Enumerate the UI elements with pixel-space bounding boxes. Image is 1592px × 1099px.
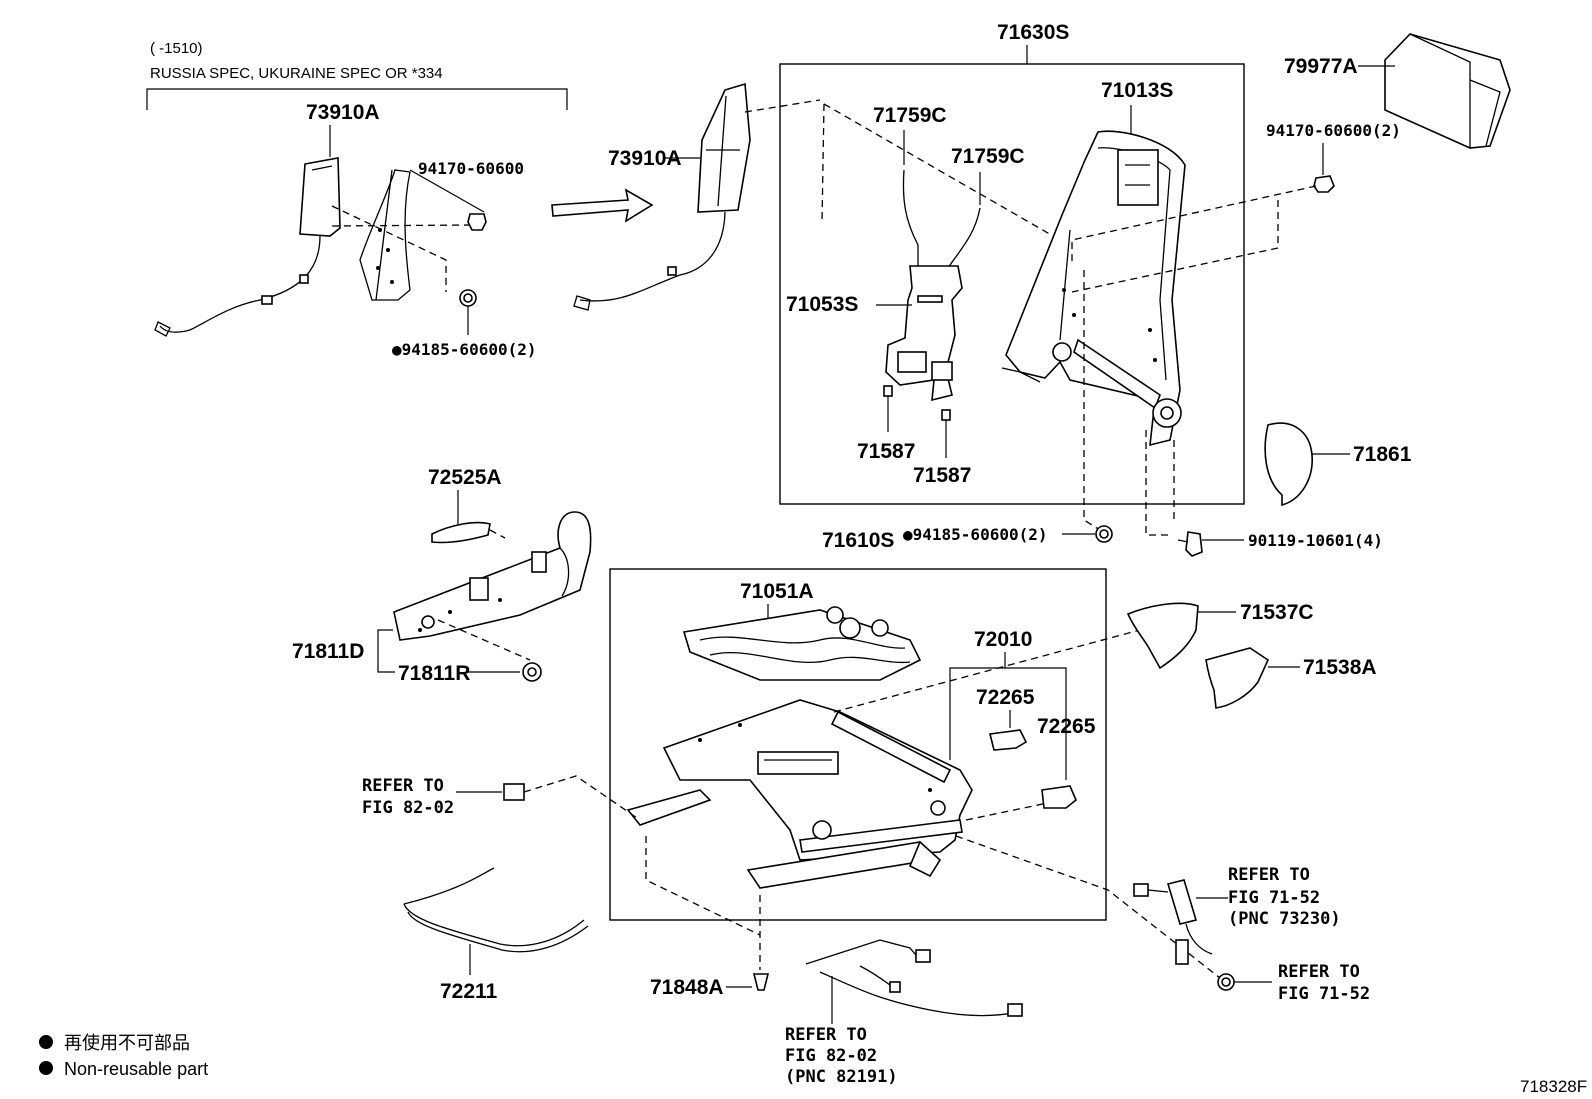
ref-82-02-bottom-line1: REFER TO bbox=[785, 1025, 867, 1045]
label-71051A: 71051A bbox=[740, 580, 814, 603]
label-71848A: 71848A bbox=[650, 976, 724, 999]
clip-72265-a-drawing bbox=[989, 729, 1028, 751]
label-71610S: 71610S bbox=[822, 529, 894, 552]
dash-box-left bbox=[821, 103, 825, 223]
label-94170-60600-2: 94170-60600(2) bbox=[1266, 121, 1401, 140]
bolt-94170-60600-icon bbox=[409, 169, 487, 231]
ref-71-52-bottom-line2: FIG 71-52 bbox=[1278, 984, 1370, 1004]
nut-94185-60600-icon bbox=[459, 289, 477, 335]
ref-82-02-left-line1: REFER TO bbox=[362, 776, 444, 796]
leader-71811D-bracket bbox=[377, 629, 395, 673]
dash-bolt-90119-a bbox=[1145, 430, 1170, 536]
cover-72525A-drawing bbox=[431, 521, 491, 544]
label-71811R: 71811R bbox=[398, 662, 470, 685]
headrest-drawing bbox=[1384, 33, 1511, 149]
spec-bracket-group: ( -1510) RUSSIA SPEC, UKURAINE SPEC OR *… bbox=[146, 40, 568, 157]
ref-82-02-bottom-line3: (PNC 82191) bbox=[785, 1067, 898, 1087]
dash-airbag-right bbox=[744, 99, 821, 113]
ref-71-52-top-line1: REFER TO bbox=[1228, 865, 1310, 885]
dash-bolt-upper bbox=[1071, 185, 1317, 262]
label-94185-60600-top: ●94185-60600(2) bbox=[392, 340, 537, 359]
label-72265-b: 72265 bbox=[1037, 715, 1096, 738]
label-73910A-right: 73910A bbox=[608, 147, 682, 170]
label-79977A: 79977A bbox=[1284, 55, 1358, 78]
spec-range-note: ( -1510) bbox=[150, 40, 203, 57]
label-72010: 72010 bbox=[974, 628, 1032, 651]
label-71630S: 71630S bbox=[997, 21, 1069, 44]
clip-72265-b-drawing bbox=[1041, 785, 1077, 809]
legend-dot-icon-jp bbox=[39, 1035, 53, 1049]
dash-71811R bbox=[437, 619, 531, 661]
ref-71-52-bottom-line1: REFER TO bbox=[1278, 962, 1360, 982]
dash-72265-b bbox=[965, 799, 1063, 821]
label-71759C-a: 71759C bbox=[873, 104, 947, 127]
side-cover-71861-drawing bbox=[1264, 422, 1313, 507]
leader-72010-bracket bbox=[949, 667, 1067, 780]
seatback-group-box bbox=[779, 63, 1245, 505]
label-94185-60600-mid: ●94185-60600(2) bbox=[903, 525, 1048, 544]
label-71759C-b: 71759C bbox=[951, 145, 1025, 168]
legend-jp: 再使用不可部品 bbox=[64, 1033, 190, 1053]
wire-72211-drawing bbox=[403, 867, 589, 953]
label-94170-60600: 94170-60600 bbox=[418, 159, 524, 178]
buckle-73230-drawing bbox=[1133, 879, 1213, 965]
figure-code: 718328F bbox=[1520, 1077, 1587, 1096]
label-71538A: 71538A bbox=[1303, 656, 1377, 679]
seatback-frame-drawing bbox=[1001, 105, 1186, 447]
dash-airbag-bolt bbox=[331, 224, 471, 227]
label-71013S: 71013S bbox=[1101, 79, 1173, 102]
dash-bolt-lower bbox=[1071, 200, 1279, 293]
dash-airbag-nut bbox=[331, 205, 447, 292]
label-71811D: 71811D bbox=[292, 640, 364, 663]
label-90119-10601: 90119-10601(4) bbox=[1248, 531, 1383, 550]
ref-71-52-top-line2: FIG 71-52 bbox=[1228, 888, 1320, 908]
label-71587-a: 71587 bbox=[857, 440, 915, 463]
dash-71848A bbox=[645, 836, 761, 936]
nut-71811R-icon bbox=[522, 662, 542, 682]
cushion-frame-drawing bbox=[626, 699, 973, 889]
legend-dot-icon-en bbox=[39, 1061, 53, 1075]
clip-71848A-icon bbox=[752, 973, 770, 991]
dash-71537C bbox=[833, 629, 1141, 713]
spec-bracket bbox=[146, 88, 568, 110]
label-71587-b: 71587 bbox=[913, 464, 971, 487]
cushion-group-box bbox=[609, 568, 1107, 921]
label-73910A-left: 73910A bbox=[306, 101, 380, 124]
connector-ref-82-02-icon bbox=[503, 783, 525, 801]
label-72525A: 72525A bbox=[428, 466, 502, 489]
airbag-right-drawing bbox=[573, 82, 751, 311]
shield-71811D-drawing bbox=[393, 511, 592, 641]
bolt-94170-60600-2-icon bbox=[1313, 175, 1335, 193]
harness-82191-drawing bbox=[805, 939, 1023, 1017]
dash-ref-82-02-left bbox=[523, 775, 641, 821]
cushion-spring-71051A-drawing bbox=[682, 606, 922, 681]
dash-72525A bbox=[489, 529, 506, 539]
airbag-left-drawing bbox=[154, 157, 411, 337]
nut-ref-71-52-icon bbox=[1217, 973, 1235, 991]
lumbar-support-drawing bbox=[876, 130, 981, 458]
bolt-90119-10601-icon bbox=[1177, 531, 1203, 557]
label-71537C: 71537C bbox=[1240, 601, 1314, 624]
ref-82-02-bottom-line2: FIG 82-02 bbox=[785, 1046, 877, 1066]
label-71861: 71861 bbox=[1353, 443, 1412, 466]
label-72211: 72211 bbox=[440, 980, 498, 1003]
spec-note: RUSSIA SPEC, UKURAINE SPEC OR *334 bbox=[150, 65, 443, 82]
label-72265-a: 72265 bbox=[976, 686, 1035, 709]
nut-94185-60600-mid-icon bbox=[1095, 525, 1113, 543]
label-71053S: 71053S bbox=[786, 293, 858, 316]
ref-82-02-left-line2: FIG 82-02 bbox=[362, 798, 454, 818]
legend-en: Non-reusable part bbox=[64, 1059, 208, 1079]
arrow-icon bbox=[551, 188, 654, 223]
cover-71538A-drawing bbox=[1205, 647, 1270, 709]
ref-71-52-top-line3: (PNC 73230) bbox=[1228, 909, 1341, 929]
cover-71537C-drawing bbox=[1126, 602, 1199, 670]
dash-box-upper bbox=[823, 103, 1061, 241]
